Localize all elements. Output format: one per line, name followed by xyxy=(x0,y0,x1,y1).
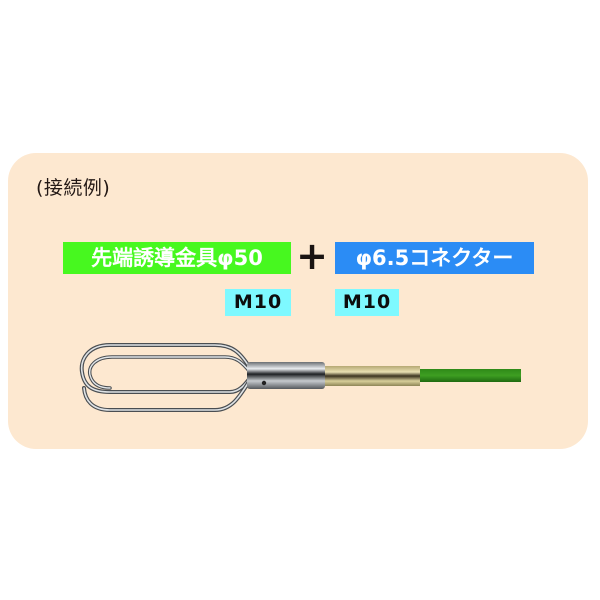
part-a-label: 先端誘導金具φ50 xyxy=(63,242,291,274)
wire-basket-tip xyxy=(79,343,252,412)
green-rod xyxy=(420,369,521,382)
connection-example-panel xyxy=(8,153,588,449)
brass-connector xyxy=(325,366,420,386)
panel-title: (接続例) xyxy=(36,177,111,199)
product-image xyxy=(79,343,521,412)
plus-operator: + xyxy=(296,234,328,278)
part-b-thread-badge: M10 xyxy=(335,289,399,316)
part-b-label: φ6.5コネクター xyxy=(335,242,534,274)
part-a-thread-badge: M10 xyxy=(225,289,291,316)
steel-sleeve xyxy=(247,362,325,389)
